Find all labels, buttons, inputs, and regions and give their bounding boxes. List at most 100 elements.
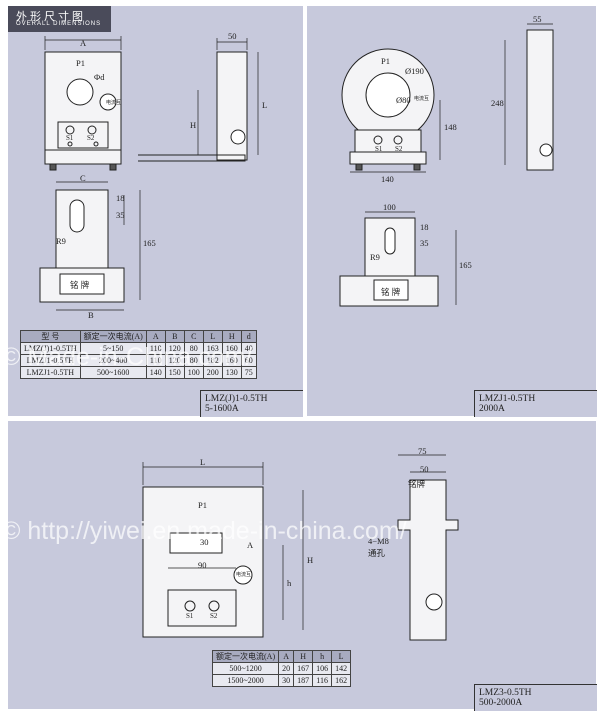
fig2-caption: LMZJ1-0.5TH 2000A [474, 390, 597, 417]
fig2-dim-55: 55 [533, 14, 542, 24]
fig3-dim-l: L [200, 457, 206, 467]
fig1-label-p1: P1 [76, 58, 85, 68]
table-header-row: 额定一次电流(A) A H h L [211, 650, 352, 663]
watermark-site-url: © http://yiwei.en.made-in-china.com/ [2, 517, 407, 545]
table-row: 500~1200 20 167 106 142 [211, 662, 352, 675]
table-cell: 500~1200 [211, 662, 280, 675]
fig3-nameplate: 铭牌 [408, 479, 426, 489]
table-header-cell: C [183, 330, 204, 343]
fig2-dim-190: Ø190 [405, 66, 424, 76]
table-header-cell: L [202, 330, 223, 343]
fig2-side-view [504, 23, 554, 171]
table-cell: 60 [240, 354, 257, 367]
fig3-stamp: 电流互 [236, 573, 252, 578]
table-header-cell: A [278, 650, 295, 663]
table-header-cell: A [145, 330, 166, 343]
table-cell: 162 [331, 674, 352, 687]
fig1-terminal-s1: S1 [66, 134, 74, 142]
table-header-row: 型 号 额定一次电流(A) A B C L H d [20, 330, 257, 343]
fig3-dim-h: H [307, 555, 314, 565]
fig2-dim-140: 140 [381, 174, 394, 184]
table-cell: 20 [278, 662, 295, 675]
fig2-dim-35: 35 [420, 238, 429, 248]
fig2-stamp: 电流互 [414, 97, 430, 102]
table-cell: 116 [312, 674, 333, 687]
fig1-dim-l: L [262, 100, 268, 110]
fig1-dim-od: Φd [94, 72, 105, 82]
fig2-nameplate: 铭 牌 [381, 287, 401, 297]
fig3-dim-h-small: h [287, 578, 292, 588]
table-cell: 200 [202, 366, 223, 379]
fig2-terminal-s2: S2 [395, 145, 403, 153]
title-english: OVERALL DIMENSIONS [16, 21, 102, 27]
fig2-terminal-s1: S1 [375, 145, 383, 153]
fig1-plan-view [39, 181, 141, 311]
table-cell: 75 [240, 366, 257, 379]
fig3-dim-90: 90 [198, 560, 207, 570]
fig1-dim-b: B [88, 310, 94, 320]
fig1-caption-range: 5-1600A [205, 404, 239, 414]
fig1-dim-c: C [80, 173, 86, 183]
fig2-caption-model: LMZJ1-0.5TH [479, 394, 536, 404]
fig2-dim-18: 18 [420, 222, 429, 232]
fig3-front-view [142, 462, 304, 638]
fig2-dim-165: 165 [459, 260, 472, 270]
table-header-cell: 额定一次电流(A) [79, 330, 147, 343]
fig3-caption: LMZ3-0.5TH 500-2000A [474, 684, 597, 711]
fig2-dim-100: 100 [383, 202, 396, 212]
fig2-caption-range: 2000A [479, 404, 505, 414]
fig2-dim-80: Ø80 [396, 95, 411, 105]
fig3-caption-range: 500-2000A [479, 698, 523, 708]
fig1-dim-a: A [80, 38, 87, 48]
fig1-dim-18: 18 [116, 193, 125, 203]
table-cell: 1500~2000 [211, 674, 280, 687]
fig2-dim-248: 248 [491, 98, 504, 108]
fig3-dim-50: 50 [420, 464, 429, 474]
table-cell: 187 [293, 674, 314, 687]
table-row: LMZ(J)1-0.5TH 5~150 110 120 80 163 160 4… [20, 342, 257, 355]
fig3-label-p1: P1 [198, 500, 207, 510]
fig3-spec-table: 额定一次电流(A) A H h L 500~1200 20 167 106 14… [211, 650, 352, 687]
fig1-side-view [138, 38, 259, 162]
fig3-dim-a: A [247, 540, 254, 550]
table-cell: 5~150 [79, 342, 147, 355]
table-cell: LMZJ1-0.5TH [20, 366, 81, 379]
fig3-hole-label: 通孔 [368, 548, 386, 558]
fig3-side-view [397, 454, 459, 641]
table-row: 1500~2000 30 187 116 162 [211, 674, 352, 687]
table-cell: 120 [164, 342, 185, 355]
table-cell: 40 [240, 342, 257, 355]
fig3-caption-model: LMZ3-0.5TH [479, 688, 532, 698]
fig1-front-view [44, 36, 122, 171]
table-cell: 142 [331, 662, 352, 675]
fig1-dim-165: 165 [143, 238, 156, 248]
watermark-made-in-china: © Made-in-China.com/ [2, 343, 253, 371]
table-header-cell: d [240, 330, 257, 343]
table-cell: 500~1600 [79, 366, 147, 379]
table-cell: 30 [278, 674, 295, 687]
fig1-stamp: 电流互 [106, 101, 122, 106]
fig3-bolt-label: 4−M8 [368, 536, 389, 546]
table-header-cell: B [164, 330, 185, 343]
table-cell: 106 [312, 662, 333, 675]
fig1-dim-35: 35 [116, 210, 125, 220]
table-header-cell: L [331, 650, 352, 663]
fig1-dim-h: H [190, 120, 197, 130]
table-header-cell: 额定一次电流(A) [211, 650, 280, 663]
table-cell: 140 [145, 366, 166, 379]
table-row: LMZJ1-0.5TH 500~1600 140 150 100 200 130… [20, 366, 257, 379]
fig1-caption-model: LMZ(J)1-0.5TH [205, 394, 268, 404]
table-cell: 110 [145, 342, 166, 355]
fig1-dim-50: 50 [228, 31, 237, 41]
table-header-cell: H [293, 650, 314, 663]
fig3-dim-30: 30 [200, 537, 209, 547]
fig1-nameplate: 铭 牌 [70, 280, 90, 290]
fig3-terminal-s2: S2 [210, 612, 218, 620]
fig2-front-view [341, 48, 441, 173]
fig1-terminal-s2: S2 [87, 134, 95, 142]
fig2-dim-148: 148 [444, 122, 457, 132]
fig2-plan-view [339, 211, 457, 307]
fig2-label-p1: P1 [381, 56, 390, 66]
